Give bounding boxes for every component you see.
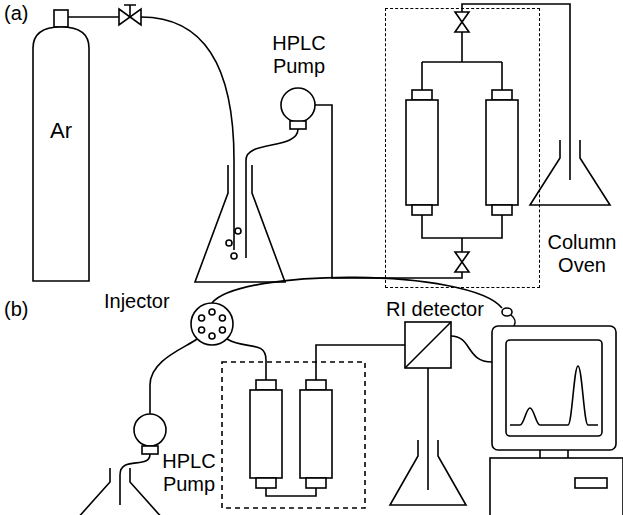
column-manifold	[422, 215, 502, 252]
column-cap	[492, 90, 512, 100]
column-oven: Column Oven	[385, 8, 540, 288]
column-cap	[256, 380, 276, 390]
column-manifold	[422, 32, 502, 90]
pump-label: HPLC Pump	[262, 32, 336, 78]
detector-symbol	[405, 322, 451, 368]
chromatogram-trace	[510, 366, 598, 425]
column-symbol	[486, 100, 518, 205]
column-link	[266, 488, 316, 496]
label-holder: HPLC Pump	[262, 32, 336, 78]
label-holder: RI detector	[386, 298, 484, 321]
pump-symbol	[134, 414, 166, 446]
panel-label: (b)	[4, 298, 28, 321]
oven-label: Column Oven	[543, 231, 621, 277]
pump-label: HPLC Pump	[160, 450, 218, 496]
column-cap	[492, 205, 512, 215]
column-cap	[306, 478, 326, 488]
signal-cable	[511, 315, 515, 326]
feed-line	[315, 105, 462, 278]
detector-line	[316, 345, 405, 380]
valve-port	[219, 315, 225, 321]
valve-port	[209, 309, 215, 315]
label-holder: Injector	[104, 290, 170, 313]
cylinder-body	[33, 27, 89, 281]
pump-foot	[290, 121, 306, 129]
bubble	[235, 228, 241, 234]
pump-symbol	[281, 88, 315, 122]
label-holder: HPLC Pump	[160, 450, 218, 496]
outlet-line	[462, 4, 570, 180]
monitor-stand	[540, 450, 568, 458]
monitor-screen	[506, 340, 602, 436]
valve-port	[199, 327, 205, 333]
feed-line	[150, 339, 197, 414]
bubble	[226, 240, 232, 246]
column-cap	[256, 478, 276, 488]
solvent-flask	[195, 165, 285, 282]
signal-cable	[451, 336, 492, 362]
oven-label-holder: Column Oven	[543, 231, 621, 277]
valve-port	[209, 333, 215, 339]
cylinder-cap	[54, 10, 68, 27]
detector-diagonal	[405, 322, 451, 368]
column-cap	[306, 380, 326, 390]
gas-cylinder: Ar	[32, 26, 90, 282]
column-cap	[412, 205, 432, 215]
valve-port	[219, 327, 225, 333]
cylinder-outline	[32, 26, 90, 282]
column-cap	[412, 90, 432, 100]
panel-label: (a)	[4, 2, 28, 25]
valve-handle	[124, 5, 136, 17]
gas-line	[68, 16, 119, 18]
pump-foot	[142, 446, 158, 454]
valve-symbol	[455, 12, 469, 32]
cable-loop	[502, 308, 512, 316]
column-symbol	[300, 390, 332, 478]
intake-line	[246, 129, 298, 258]
waste-flask	[390, 440, 466, 505]
gas-label: Ar	[50, 118, 72, 143]
injector-valve	[191, 303, 233, 345]
label-holder: (a)	[4, 2, 28, 25]
label-holder: (b)	[4, 298, 28, 321]
valve-symbol	[455, 252, 469, 272]
bubble	[231, 253, 237, 259]
column-line	[227, 339, 266, 380]
disk-drive	[575, 478, 607, 488]
oven-outline	[222, 362, 365, 508]
valve-port	[199, 315, 205, 321]
waste-line	[427, 368, 429, 490]
column-symbol	[406, 100, 438, 205]
monitor	[492, 326, 616, 450]
computer-base	[490, 458, 623, 515]
detector-label: RI detector	[386, 298, 484, 321]
waste-flask	[530, 140, 610, 205]
injector-label: Injector	[104, 290, 170, 313]
column-symbol	[250, 390, 282, 478]
intake-line	[120, 454, 150, 505]
